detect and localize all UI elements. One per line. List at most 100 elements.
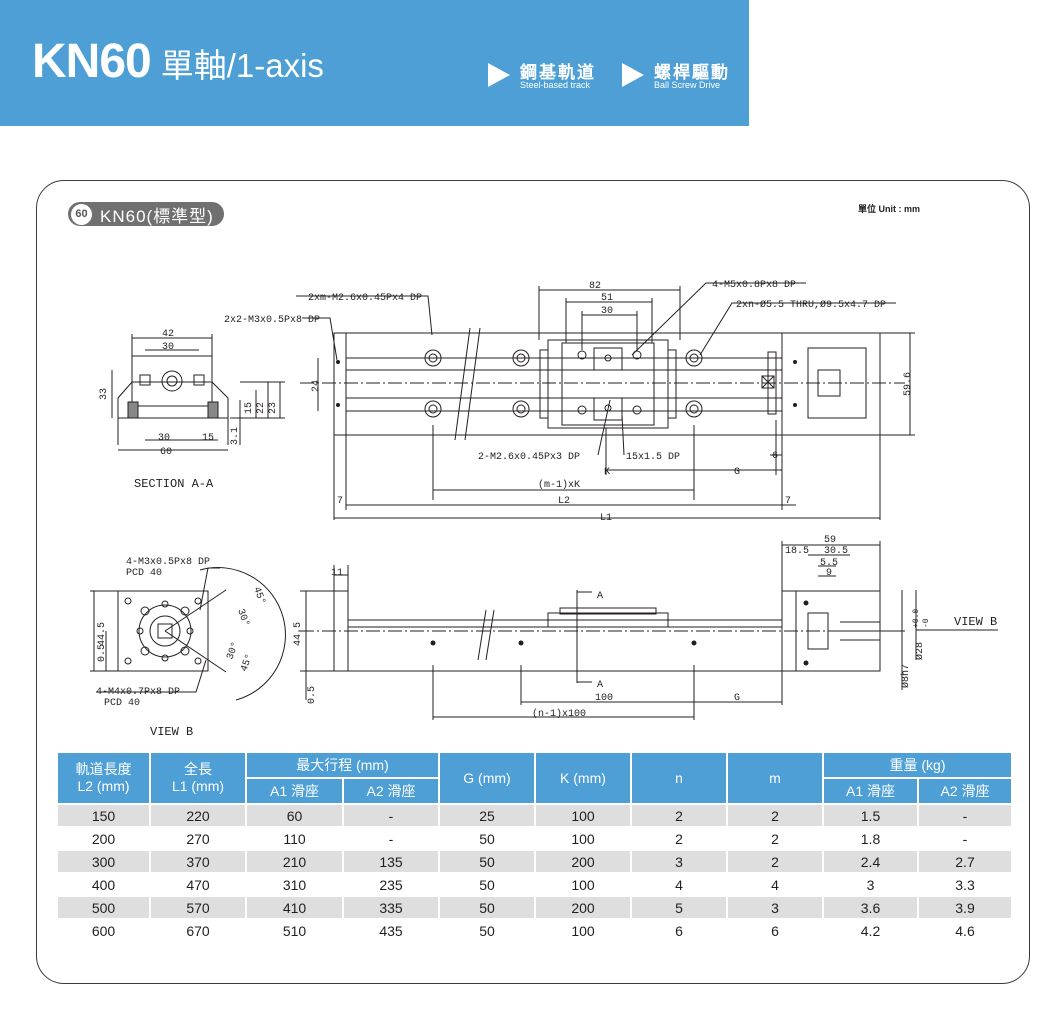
cell-l1: 670 <box>151 920 247 943</box>
tol-upper: +0.0 <box>912 609 921 628</box>
m3-pcd-note: 4-M3x0.5Px8 DP <box>126 557 210 568</box>
dim-60: 60 <box>160 447 172 458</box>
dim-7b: 7 <box>785 496 791 507</box>
dim-22: 22 <box>256 402 267 414</box>
section-mark-a-top: A <box>597 591 603 602</box>
pitch-note: 15x1.5 DP <box>626 452 680 463</box>
dim-shaft-tol: Ø28 <box>914 642 926 660</box>
cell-weight-a2: 4.6 <box>919 920 1013 943</box>
dim-3-1: 3.1 <box>230 427 241 445</box>
cell-weight-a1: 1.8 <box>824 828 919 851</box>
dim-9: 9 <box>826 568 832 579</box>
cell-n: 2 <box>632 828 728 851</box>
cell-l1: 270 <box>151 828 247 851</box>
angle-45b: 45° <box>238 652 255 673</box>
m5-holes-note: 4-M5x0.8Px8 DP <box>712 280 796 291</box>
col-m: m <box>728 753 824 805</box>
axis-label: 單軸/1-axis <box>160 47 324 84</box>
col-k: K (mm) <box>536 753 632 805</box>
cell-l1: 470 <box>151 874 247 897</box>
cell-n: 6 <box>632 920 728 943</box>
cell-g: 25 <box>440 805 536 828</box>
unit-label: 單位 Unit : mm <box>858 204 920 214</box>
cell-l2: 600 <box>58 920 151 943</box>
dim-k: K <box>604 467 610 478</box>
cell-k: 100 <box>536 920 632 943</box>
cell-weight-a2: 3.9 <box>919 897 1013 920</box>
dim-82: 82 <box>589 281 601 292</box>
cell-n: 2 <box>632 805 728 828</box>
cell-l2: 400 <box>58 874 151 897</box>
cell-stroke-a2: 335 <box>344 897 440 920</box>
dim-30b: 30 <box>158 433 170 444</box>
cell-stroke-a1: 110 <box>247 828 344 851</box>
dim-15a: 15 <box>244 402 255 414</box>
dim-44-5a: 44.5 <box>97 622 108 646</box>
dim-g-top: G <box>734 467 740 478</box>
side-view <box>300 541 998 720</box>
col-stroke-a1: A1 滑座 <box>247 779 344 805</box>
cell-l2: 300 <box>58 851 151 874</box>
spec-table: 軌道長度 L2 (mm) 全長 L1 (mm) 最大行程 (mm) G (mm)… <box>58 753 1013 943</box>
cell-n: 5 <box>632 897 728 920</box>
dim-42: 42 <box>162 329 174 340</box>
drawing-panel <box>36 180 1030 984</box>
cell-k: 100 <box>536 805 632 828</box>
cell-g: 50 <box>440 920 536 943</box>
dim-11: 11 <box>331 568 343 579</box>
cell-weight-a2: 2.7 <box>919 851 1013 874</box>
cell-k: 200 <box>536 897 632 920</box>
cell-stroke-a1: 510 <box>247 920 344 943</box>
cell-weight-a1: 3.6 <box>824 897 919 920</box>
cell-m: 4 <box>728 874 824 897</box>
tag-zh: 鋼基軌道 <box>520 63 596 82</box>
col-weight-a1: A1 滑座 <box>824 779 919 805</box>
dim-30a: 30 <box>162 342 174 353</box>
col-weight-a2: A2 滑座 <box>919 779 1013 805</box>
col-weight: 重量 (kg) <box>824 753 1013 779</box>
m3-holes-note: 2x2-M3x0.5Px8 DP <box>224 315 320 326</box>
tag-en: Ball Screw Drive <box>654 80 721 90</box>
dim-l2: L2 <box>558 496 570 507</box>
cell-stroke-a2: 435 <box>344 920 440 943</box>
cell-stroke-a2: - <box>344 828 440 851</box>
col-total-length: 全長 L1 (mm) <box>151 753 247 805</box>
dim-59: 59 <box>824 535 836 546</box>
dim-mk: (m-1)xK <box>538 479 580 491</box>
play-arrow-icon <box>622 63 644 87</box>
tol-lower: -0 <box>922 618 931 628</box>
cell-l1: 570 <box>151 897 247 920</box>
cell-m: 2 <box>728 851 824 874</box>
dim-18-5: 18.5 <box>785 546 809 557</box>
cell-stroke-a1: 310 <box>247 874 344 897</box>
col-n: n <box>632 753 728 805</box>
model-badge: 60 KN60(標準型) <box>68 202 224 226</box>
dim-0-5a: 0.5 <box>97 644 108 662</box>
cell-weight-a1: 4.2 <box>824 920 919 943</box>
cell-l2: 150 <box>58 805 151 828</box>
cell-g: 50 <box>440 897 536 920</box>
thru-holes-note: 2xn-Ø5.5 THRU,Ø9.5x4.7 DP <box>736 299 886 311</box>
section-mark-a-bottom: A <box>597 680 603 691</box>
dim-51: 51 <box>601 293 613 304</box>
view-b-tag: VIEW B <box>954 615 997 629</box>
col-rail-length: 軌道長度 L2 (mm) <box>58 753 151 805</box>
cell-k: 100 <box>536 828 632 851</box>
dim-33: 33 <box>99 388 110 400</box>
play-arrow-icon <box>488 63 510 87</box>
cell-weight-a1: 2.4 <box>824 851 919 874</box>
cell-weight-a2: - <box>919 828 1013 851</box>
cell-g: 50 <box>440 851 536 874</box>
cell-m: 6 <box>728 920 824 943</box>
table-row: 150 220 60 - 25 100 2 2 1.5 - <box>58 805 1013 828</box>
table-row: 500 570 410 335 50 200 5 3 3.6 3.9 <box>58 897 1013 920</box>
cell-stroke-a1: 210 <box>247 851 344 874</box>
cell-l1: 370 <box>151 851 247 874</box>
cell-m: 3 <box>728 897 824 920</box>
m26-bottom-note: 2-M2.6x0.45Px3 DP <box>478 452 580 463</box>
dim-6: 6 <box>772 451 778 462</box>
cell-stroke-a2: 235 <box>344 874 440 897</box>
cell-n: 3 <box>632 851 728 874</box>
